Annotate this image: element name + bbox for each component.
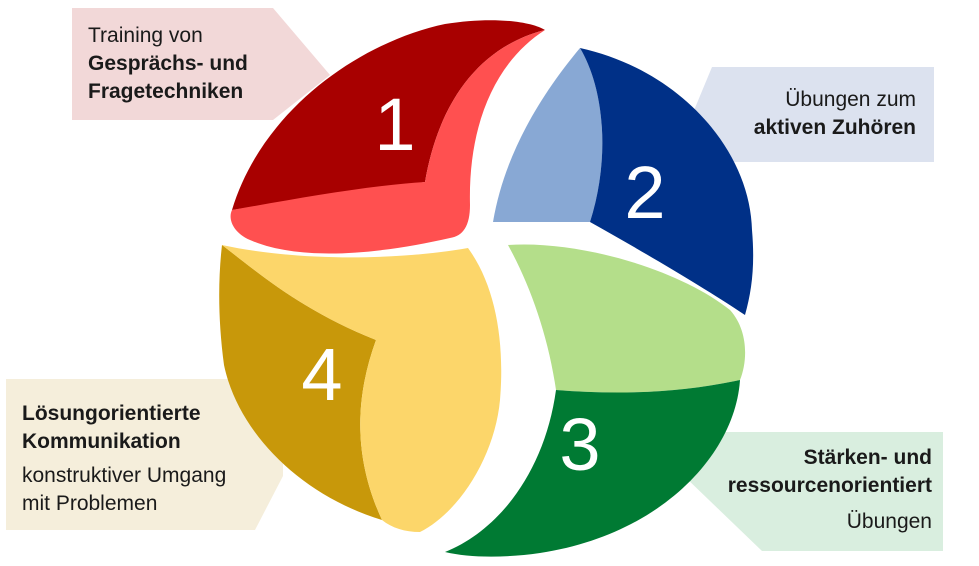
segment-3-number: 3 (559, 403, 600, 486)
segment-1-number: 1 (374, 83, 415, 166)
segment-2: 2 (493, 48, 754, 315)
segment-4-light (222, 245, 502, 532)
segment-2-light (493, 48, 603, 222)
callout-1: Training von Gesprächs- und Fragetechnik… (88, 22, 308, 106)
callout-4-background (6, 379, 283, 530)
callout-4-line-2: Kommunikation (22, 430, 181, 453)
segment-2-number: 2 (624, 151, 665, 234)
segment-4-number: 4 (301, 333, 342, 416)
callout-4: Lösungorientierte Kommunikation konstruk… (22, 400, 272, 518)
segment-4-dark (219, 245, 382, 520)
segment-1: 1 (230, 20, 545, 254)
segment-1-dark (232, 20, 545, 210)
segment-3-light (508, 244, 746, 393)
segment-2-dark (580, 48, 754, 315)
callout-3-line-3: Übungen (846, 510, 932, 533)
callout-2-line-2: aktiven Zuhören (753, 116, 916, 139)
callout-4-line-4: mit Problemen (22, 492, 158, 515)
callout-2-line-1: Übungen zum (785, 88, 916, 111)
callout-2: Übungen zum aktiven Zuhören (728, 86, 916, 142)
segment-1-light (230, 30, 545, 254)
callout-3-line-1: Stärken- und (803, 446, 932, 469)
callout-1-line-3: Fragetechniken (88, 80, 244, 103)
callout-2-background (690, 67, 934, 162)
callout-4-line-1: Lösungorientierte (22, 402, 201, 425)
callout-1-line-2: Gesprächs- und (88, 52, 248, 75)
callout-1-background (72, 8, 330, 120)
callout-4-line-3: konstruktiver Umgang (22, 464, 227, 487)
segment-3: 3 (445, 244, 746, 557)
callout-3-background (683, 432, 943, 551)
callout-3-line-2: ressourcenorientiert (727, 474, 932, 497)
callout-3: Stärken- und ressourcenorientiert Übunge… (690, 444, 932, 536)
segment-4: 4 (219, 245, 502, 532)
segment-3-dark (445, 380, 740, 557)
callout-1-line-1: Training von (88, 24, 203, 47)
